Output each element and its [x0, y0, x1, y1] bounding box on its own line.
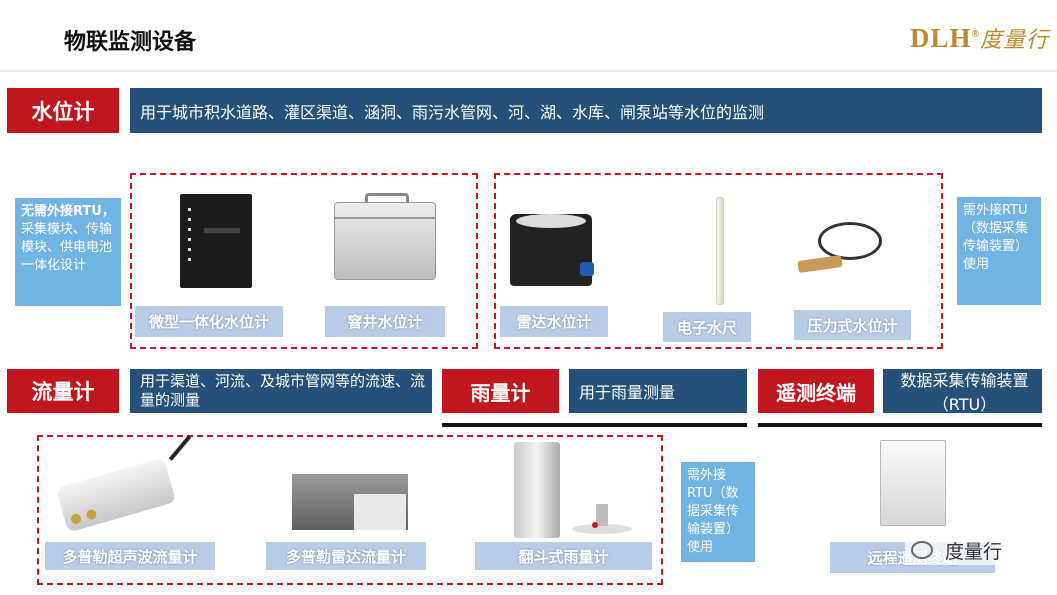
water-level-group-rtu [494, 173, 943, 349]
flow-heading: 流量计 [7, 369, 119, 413]
rain-heading: 雨量计 [442, 369, 559, 413]
manhole-level-meter-image [334, 193, 436, 280]
product-label: 电子水尺 [663, 312, 751, 342]
rain-description: 用于雨量测量 [569, 369, 747, 413]
pressure-level-meter-image [797, 222, 894, 282]
radar-flow-meter-image [292, 474, 408, 530]
left-note-bold: 无需外接RTU， [21, 204, 115, 219]
cable-coil [818, 222, 882, 260]
brand-latin: DLH [910, 23, 972, 53]
electronic-staff-gauge-image [716, 197, 724, 305]
left-note-text: 采集模块、传输模块、供电电池一体化设计 [21, 222, 113, 273]
product-label: 多普勒雷达流量计 [266, 542, 426, 570]
water-level-group-integrated [130, 173, 478, 349]
rain-gauge-mechanism [572, 500, 632, 536]
base-disc [572, 524, 632, 534]
product-label: 多普勒超声波流量计 [45, 542, 215, 570]
terminal-description: 数据采集传输装置（RTU） [883, 369, 1042, 414]
flow-description: 用于渠道、河流、及城市管网等的流速、流量的测量 [130, 369, 432, 413]
connector [580, 262, 594, 276]
radar-face [516, 214, 586, 228]
wechat-icon [911, 541, 933, 559]
led-dot [188, 258, 191, 261]
brand-mark: ® [971, 29, 980, 40]
left-note: 无需外接RTU， 采集模块、传输模块、供电电池一体化设计 [15, 198, 121, 306]
product-label: 压力式水位计 [794, 310, 911, 340]
product-label: 翻斗式雨量计 [475, 542, 652, 570]
mount-plate [354, 494, 406, 530]
radar-level-meter-image [510, 214, 594, 286]
product-label: 微型一体化水位计 [135, 306, 283, 337]
remote-terminal-image [880, 440, 946, 526]
device-marking [204, 228, 240, 233]
lid-seam [335, 217, 435, 219]
led-dot [188, 218, 191, 221]
rain-underline [442, 423, 747, 427]
right-note: 需外接RTU（数据采集传输装置）使用 [957, 197, 1041, 305]
product-label: 窨井水位计 [325, 306, 445, 337]
handle [365, 193, 409, 203]
tipping-bucket-rain-gauge-image [514, 442, 560, 538]
water-level-heading: 水位计 [7, 88, 119, 133]
transducer [69, 512, 83, 526]
bucket [596, 504, 608, 526]
watermark-text: 度量行 [945, 541, 1003, 563]
flow-rain-group [37, 435, 663, 585]
micro-level-meter-image [180, 194, 252, 288]
led-dot [188, 228, 191, 231]
page-title: 物联监测设备 [64, 30, 197, 55]
led-dot [188, 248, 191, 251]
sensor-probe [797, 254, 843, 274]
watermark: 度量行 [905, 535, 1035, 565]
brand-logo: DLH®度量行 [910, 22, 1049, 54]
rain-note: 需外接RTU（数据采集传输装置）使用 [681, 462, 755, 562]
red-marker [592, 522, 598, 528]
transducer [85, 508, 98, 521]
led-dot [188, 208, 191, 211]
terminal-heading: 遥测终端 [758, 369, 874, 413]
led-dot [188, 238, 191, 241]
product-label: 雷达水位计 [500, 306, 608, 337]
water-level-description: 用于城市积水道路、灌区渠道、涵洞、雨污水管网、河、湖、水库、闸泵站等水位的监测 [130, 88, 1042, 133]
brand-cn: 度量行 [980, 28, 1050, 53]
terminal-underline [758, 423, 1042, 427]
header-divider [0, 70, 1057, 72]
